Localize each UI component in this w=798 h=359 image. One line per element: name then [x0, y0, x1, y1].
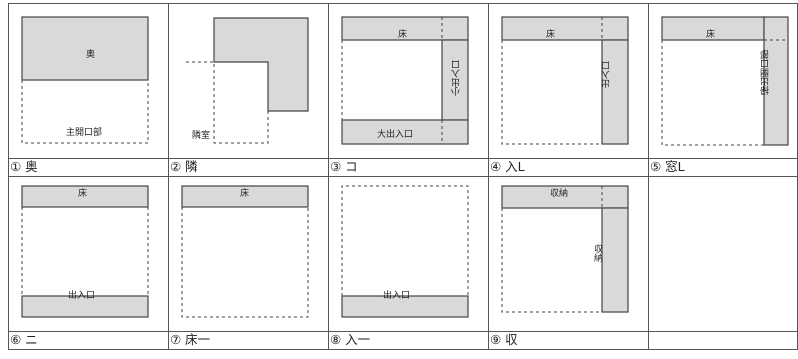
room-diagram	[186, 17, 309, 144]
storage-band-top	[501, 185, 629, 209]
floor-band	[181, 185, 309, 208]
floor-band	[21, 185, 149, 208]
layout-cell-tonari: 隣室 ② 隣	[168, 3, 328, 176]
room-diagram	[341, 16, 469, 145]
zone-label: 床	[546, 30, 556, 40]
room-outline	[181, 207, 309, 318]
zone-label: 床	[240, 189, 250, 199]
entrance-band	[21, 295, 149, 318]
room-outline	[341, 185, 469, 296]
corner-zone	[213, 17, 309, 112]
layout-cell-empty	[648, 176, 797, 349]
zone-label: 出入口	[383, 291, 411, 301]
zone-label: 大出入口	[377, 130, 414, 140]
cell-caption: ⑥ ニ	[10, 332, 38, 347]
floor-band	[341, 16, 469, 41]
room-diagram	[21, 16, 149, 144]
grid-column-line	[648, 3, 649, 350]
room-diagram	[501, 185, 629, 313]
grid-column-line	[328, 3, 329, 350]
layout-cell-mado-l: 床掃出開口部 ⑤ 窓L	[648, 3, 797, 176]
cell-caption: ⑤ 窓L	[650, 159, 685, 174]
zone-label: 奥	[86, 50, 96, 60]
vertical-zone-label: 出入口	[602, 61, 612, 88]
grid-column-line	[8, 3, 9, 350]
room-outline	[501, 208, 602, 313]
room-diagram	[648, 176, 797, 331]
room-outline	[661, 40, 764, 146]
zone-label: 床	[398, 30, 408, 40]
grid-row-line	[8, 3, 797, 4]
side-entrance-band	[441, 39, 469, 121]
entrance-band	[341, 295, 469, 318]
room-diagram	[341, 185, 469, 318]
zone-label: 床	[706, 30, 716, 40]
vertical-zone-label: 小出入口	[452, 60, 462, 96]
back-zone	[21, 16, 149, 81]
cell-caption: ① 奥	[10, 159, 38, 174]
vertical-zone-label: 収納	[592, 244, 602, 262]
room-diagram	[661, 16, 789, 146]
grid-row-line	[8, 331, 797, 332]
vertical-zone-label: 掃出開口部	[761, 50, 771, 95]
grid-column-line	[168, 3, 169, 350]
cell-caption: ② 隣	[170, 159, 198, 174]
zone-label: 主開口部	[66, 128, 103, 138]
room-diagram	[181, 185, 309, 318]
room-outline	[21, 80, 149, 144]
grid-column-line	[488, 3, 489, 350]
grid-row-line	[8, 158, 797, 159]
cell-caption: ⑧ 入一	[330, 332, 371, 347]
storage-band-side	[601, 207, 629, 313]
layout-cell-oku: 奥主開口部 ① 奥	[8, 3, 168, 176]
room-diagram	[501, 16, 629, 145]
room-outline	[501, 40, 602, 145]
cell-caption: ⑦ 床一	[170, 332, 211, 347]
neighbor-room-outline	[186, 61, 269, 144]
cell-caption: ③ コ	[330, 159, 358, 174]
layout-cell-ni: 床出入口 ⑥ ニ	[8, 176, 168, 349]
cell-caption: ④ 入L	[490, 159, 525, 174]
window-band	[763, 16, 789, 146]
main-entrance-band	[341, 119, 469, 145]
layout-cell-yuka-ichi: 床 ⑦ 床一	[168, 176, 328, 349]
cell-caption: ⑨ 収	[490, 332, 518, 347]
grid-row-line	[8, 349, 797, 350]
floor-band	[501, 16, 629, 41]
entrance-band	[601, 39, 629, 145]
room-diagram	[21, 185, 149, 318]
layout-cell-iri-ichi: 出入口 ⑧ 入一	[328, 176, 488, 349]
layout-cell-iri-l: 床出入口 ④ 入L	[488, 3, 648, 176]
zone-label: 出入口	[68, 291, 96, 301]
grid-row-line	[8, 176, 797, 177]
zone-label: 隣室	[192, 131, 211, 141]
layout-cell-ko: 床大出入口 小出入口 ③ コ	[328, 3, 488, 176]
zone-label: 収納	[550, 189, 569, 199]
zone-label: 床	[78, 189, 88, 199]
